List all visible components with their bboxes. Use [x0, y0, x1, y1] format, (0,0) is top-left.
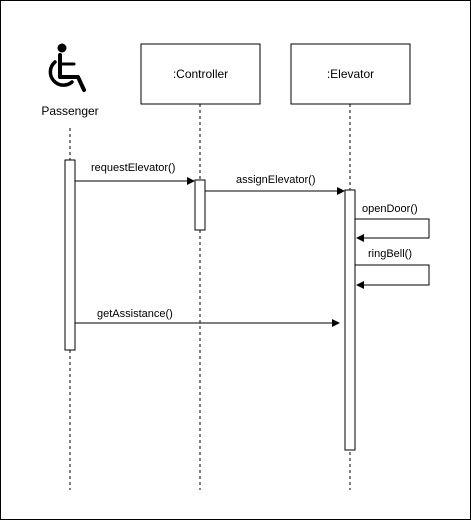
message-label-getAssistance: getAssistance() [97, 308, 173, 320]
message-arrow-openDoor [355, 218, 430, 242]
wheelchair-icon [48, 43, 86, 92]
message-label-ringBell: ringBell() [368, 248, 413, 260]
passenger-activation [64, 159, 76, 351]
passenger-label: Passenger [41, 104, 99, 118]
message-label-openDoor: openDoor() [362, 203, 418, 215]
controller-label: :Controller [172, 67, 229, 81]
elevator-activation [344, 189, 356, 451]
message-arrow-ringBell [355, 264, 430, 289]
elevator-label: :Elevator [326, 67, 375, 81]
message-label-requestElevator: requestElevator() [91, 162, 176, 174]
controller-activation [194, 179, 206, 231]
elevator-box [290, 43, 411, 105]
message-label-assignElevator: assignElevator() [236, 174, 316, 186]
